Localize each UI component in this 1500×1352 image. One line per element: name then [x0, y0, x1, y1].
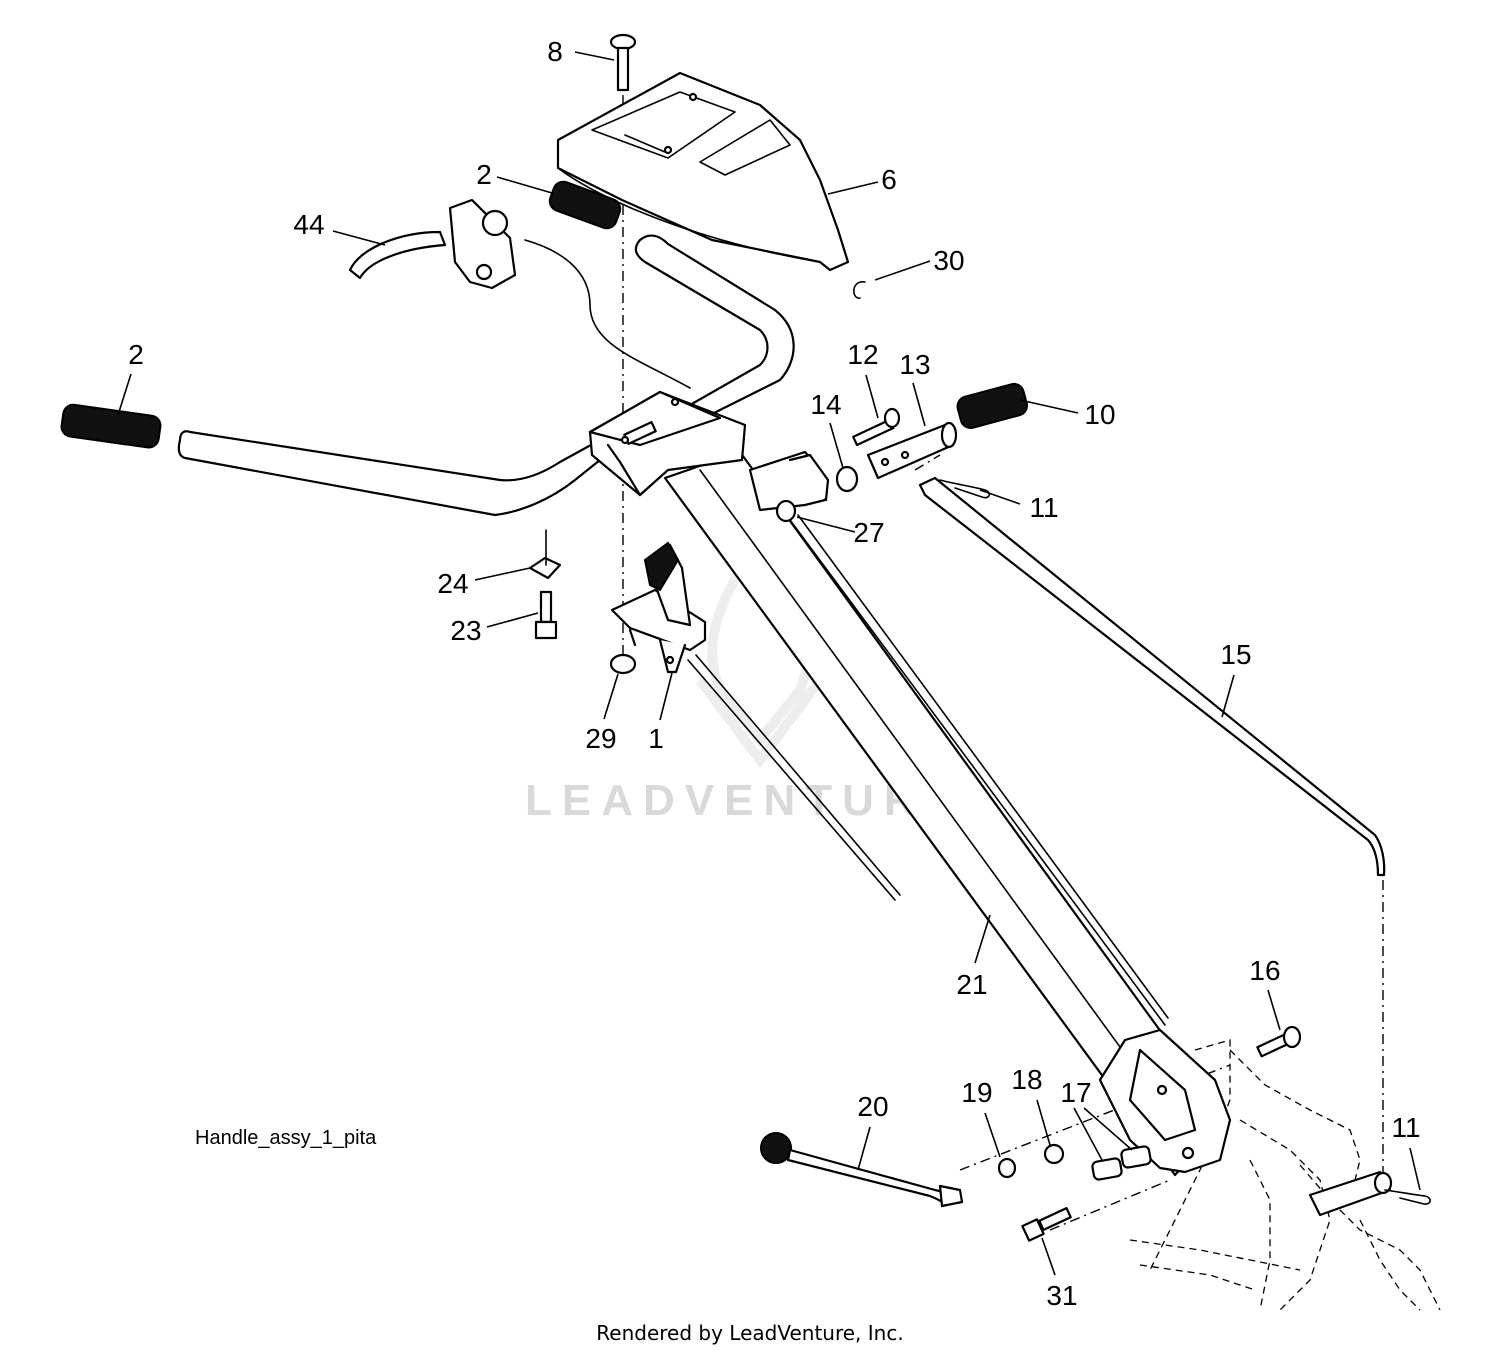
washer-19 — [997, 1157, 1017, 1179]
callout-11-bottom: 11 — [1391, 1112, 1420, 1143]
callout-29: 29 — [585, 723, 616, 754]
callout-31: 31 — [1046, 1280, 1077, 1311]
console-box — [588, 390, 747, 497]
callout-12: 12 — [847, 339, 878, 370]
callout-6: 6 — [881, 164, 897, 195]
bolt-8 — [609, 33, 637, 92]
callout-27: 27 — [853, 517, 884, 548]
control-cable — [524, 239, 691, 389]
bolt-16 — [1256, 1025, 1302, 1058]
watermark: LEADVENTURE — [525, 530, 965, 825]
clip-24 — [528, 556, 562, 580]
center-line-31 — [1049, 1179, 1171, 1231]
grip-10 — [956, 382, 1028, 429]
callout-14: 14 — [810, 389, 841, 420]
center-line-13 — [914, 454, 941, 471]
key-17b — [1120, 1145, 1152, 1169]
shaft-13 — [866, 421, 958, 480]
rod-1b — [695, 654, 901, 896]
callout-2-left: 2 — [128, 339, 144, 370]
callout-18: 18 — [1011, 1064, 1042, 1095]
callout-19: 19 — [961, 1077, 992, 1108]
callout-10: 10 — [1084, 399, 1115, 430]
clip-30 — [853, 281, 866, 299]
callout-23: 23 — [450, 615, 481, 646]
callout-30: 30 — [933, 245, 964, 276]
rod-27 — [789, 519, 1166, 1026]
callout-17: 17 — [1060, 1077, 1091, 1108]
callout-2-top: 2 — [476, 159, 492, 190]
pivot-bracket — [1098, 1028, 1232, 1174]
clutch-lever-44 — [348, 198, 517, 290]
cotter-pin-11-top — [939, 479, 991, 499]
bolt-12 — [852, 407, 901, 447]
nut-27 — [775, 499, 797, 523]
callout-44: 44 — [293, 209, 324, 240]
callout-24: 24 — [437, 568, 468, 599]
rod-1 — [687, 659, 896, 901]
grip-top — [548, 180, 622, 230]
spacer-14 — [835, 465, 859, 493]
bolt-23 — [534, 590, 558, 640]
callout-1: 1 — [648, 723, 664, 754]
callout-13: 13 — [899, 349, 930, 380]
bolt-31 — [1021, 1207, 1072, 1242]
callout-20: 20 — [857, 1091, 888, 1122]
callout-15: 15 — [1220, 639, 1251, 670]
grip-left — [60, 403, 162, 449]
callout-8: 8 — [547, 36, 563, 67]
lower-pin — [1308, 1170, 1393, 1217]
callout-11-top: 11 — [1029, 492, 1058, 523]
diagram-name: Handle_assy_1_pita — [195, 1127, 377, 1149]
credit-text: Rendered by LeadVenture, Inc. — [596, 1321, 903, 1345]
nut-29 — [609, 653, 637, 675]
lever-20 — [760, 1132, 964, 1208]
callout-21: 21 — [956, 969, 987, 1000]
shroud — [556, 71, 850, 272]
nut-18 — [1043, 1143, 1065, 1165]
tube-bracket — [748, 450, 830, 512]
bracket-1 — [610, 541, 707, 674]
callout-16: 16 — [1249, 955, 1280, 986]
center-line-pivot — [959, 1064, 1231, 1171]
watermark-text: LEADVENTURE — [525, 776, 965, 825]
key-17a — [1091, 1157, 1123, 1181]
cotter-pin-11-bottom — [1384, 1189, 1431, 1205]
rod-15 — [918, 476, 1386, 877]
rod-27b — [797, 514, 1169, 1019]
